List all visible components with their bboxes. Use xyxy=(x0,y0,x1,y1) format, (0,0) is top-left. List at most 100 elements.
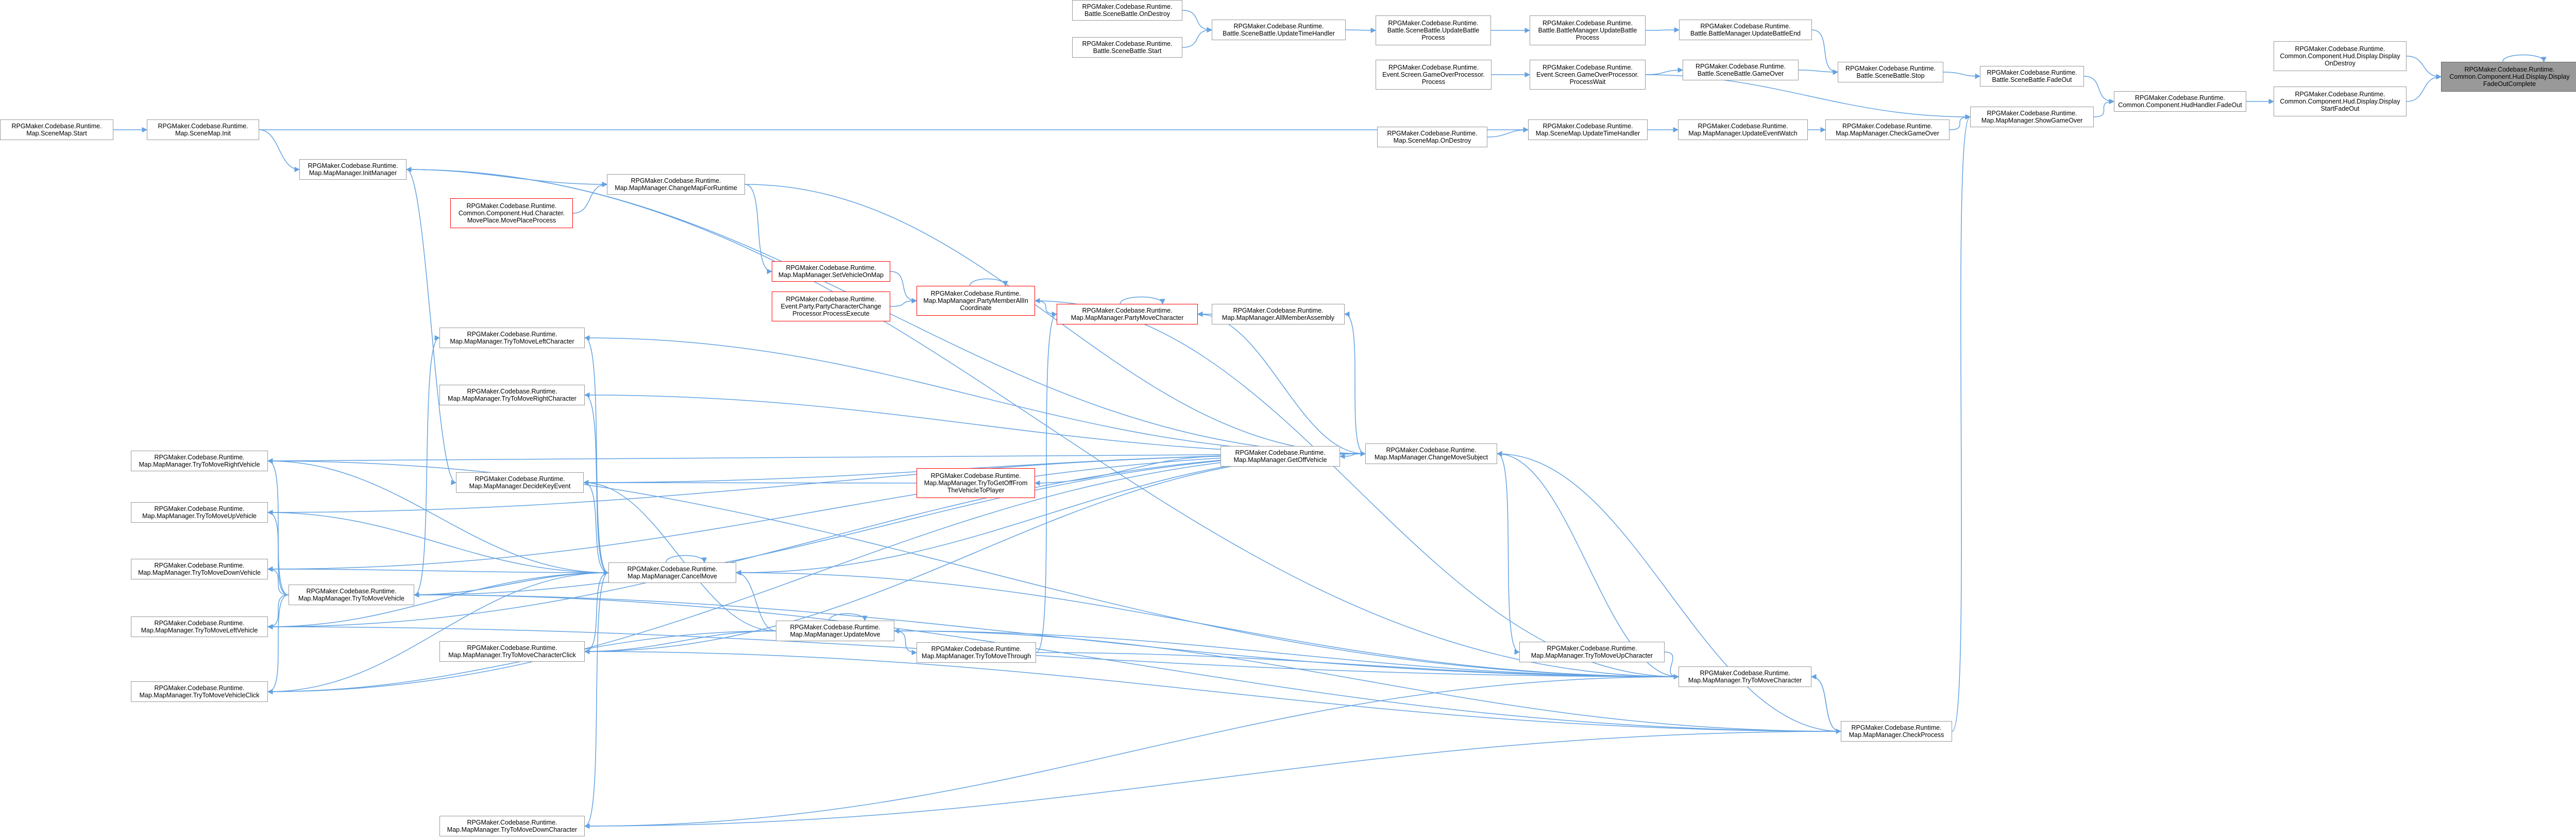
node-label: RPGMaker.Codebase.Runtime. Battle.Battle… xyxy=(1690,23,1801,37)
call-edge-n_partymem-to-n_partymem xyxy=(969,278,1008,287)
node-label: RPGMaker.Codebase.Runtime. Map.MapManage… xyxy=(615,177,737,192)
node-gameoverprocessor-process[interactable]: RPGMaker.Codebase.Runtime. Event.Screen.… xyxy=(1376,60,1492,90)
node-display-startfadeout[interactable]: RPGMaker.Codebase.Runtime. Common.Compon… xyxy=(2274,87,2406,116)
node-scenebattle-ondestroy[interactable]: RPGMaker.Codebase.Runtime. Battle.SceneB… xyxy=(1072,0,1182,21)
node-mapmanager-changemovesubject[interactable]: RPGMaker.Codebase.Runtime. Map.MapManage… xyxy=(1365,443,1497,464)
node-scenebattle-gameover[interactable]: RPGMaker.Codebase.Runtime. Battle.SceneB… xyxy=(1683,60,1799,80)
node-mapmanager-trytomovevehicle[interactable]: RPGMaker.Codebase.Runtime. Map.MapManage… xyxy=(289,585,414,605)
node-scenemap-start[interactable]: RPGMaker.Codebase.Runtime. Map.SceneMap.… xyxy=(0,119,113,140)
node-mapmanager-trytogetofffromthevehicletoplayer[interactable]: RPGMaker.Codebase.Runtime. Map.MapManage… xyxy=(917,468,1035,498)
node-label: RPGMaker.Codebase.Runtime. Battle.SceneB… xyxy=(1987,69,2077,83)
node-mapmanager-setvehicleonmap[interactable]: RPGMaker.Codebase.Runtime. Map.MapManage… xyxy=(772,261,890,282)
node-mapmanager-trytomovedownvehicle[interactable]: RPGMaker.Codebase.Runtime. Map.MapManage… xyxy=(131,559,268,579)
node-label: RPGMaker.Codebase.Runtime. Common.Compon… xyxy=(458,202,565,224)
node-mapmanager-updatemove[interactable]: RPGMaker.Codebase.Runtime. Map.MapManage… xyxy=(776,621,894,641)
node-scenebattle-updatebattleprocess[interactable]: RPGMaker.Codebase.Runtime. Battle.SceneB… xyxy=(1376,15,1491,45)
node-partycharacterchange-processexecute[interactable]: RPGMaker.Codebase.Runtime. Event.Party.P… xyxy=(772,292,890,321)
node-label: RPGMaker.Codebase.Runtime. Battle.SceneB… xyxy=(1223,23,1335,37)
node-mapmanager-showgameover[interactable]: RPGMaker.Codebase.Runtime. Map.MapManage… xyxy=(1970,107,2094,127)
node-mapmanager-trytomovevehicleclick[interactable]: RPGMaker.Codebase.Runtime. Map.MapManage… xyxy=(131,681,268,702)
node-mapmanager-decidekeyevent[interactable]: RPGMaker.Codebase.Runtime. Map.MapManage… xyxy=(456,472,584,493)
call-edge-n_check-to-n_mmshowgo xyxy=(1952,114,1971,732)
node-label: RPGMaker.Codebase.Runtime. Map.SceneMap.… xyxy=(158,123,248,137)
node-mapmanager-partymemberallincoordinate[interactable]: RPGMaker.Codebase.Runtime. Map.MapManage… xyxy=(917,286,1035,316)
node-mapmanager-checkprocess[interactable]: RPGMaker.Codebase.Runtime. Map.MapManage… xyxy=(1841,721,1952,742)
call-edge-n_hudmove-to-n_mmchgmap xyxy=(572,181,608,214)
call-edge-n_smondestroy-to-n_smupdtime xyxy=(1487,127,1529,138)
call-edge-n_chgmove-to-n_trydownveh xyxy=(267,453,1366,572)
node-label: RPGMaker.Codebase.Runtime. Map.MapManage… xyxy=(1233,449,1327,464)
node-mapmanager-partymovecharacter[interactable]: RPGMaker.Codebase.Runtime. Map.MapManage… xyxy=(1057,304,1198,324)
node-mapmanager-trytomoverightvehicle[interactable]: RPGMaker.Codebase.Runtime. Map.MapManage… xyxy=(131,451,268,471)
node-hudhandler-fadeout[interactable]: RPGMaker.Codebase.Runtime. Common.Compon… xyxy=(2114,91,2246,112)
node-mapmanager-trytomoveleftcharacter[interactable]: RPGMaker.Codebase.Runtime. Map.MapManage… xyxy=(439,328,585,348)
node-mapmanager-initmanager[interactable]: RPGMaker.Codebase.Runtime. Map.MapManage… xyxy=(299,159,406,180)
call-edge-n_chgmove-to-n_allmem xyxy=(1344,311,1366,454)
call-edge-n_decide-to-n_cancel xyxy=(583,482,609,576)
node-label: RPGMaker.Codebase.Runtime. Map.MapManage… xyxy=(448,644,576,659)
node-battlemanager-updatebattleend[interactable]: RPGMaker.Codebase.Runtime. Battle.Battle… xyxy=(1679,20,1812,40)
call-edge-n_chgmove-to-n_vehclick xyxy=(267,453,1366,695)
node-label: RPGMaker.Codebase.Runtime. Map.MapManage… xyxy=(627,565,718,580)
node-mapmanager-trytomoverightcharacter[interactable]: RPGMaker.Codebase.Runtime. Map.MapManage… xyxy=(439,385,585,405)
call-edge-n_ondestroy-to-n_root xyxy=(2406,56,2442,80)
node-label: RPGMaker.Codebase.Runtime. Map.MapManage… xyxy=(469,475,571,490)
node-label: RPGMaker.Codebase.Runtime. Battle.SceneB… xyxy=(1845,65,1936,79)
node-mapmanager-checkgameover[interactable]: RPGMaker.Codebase.Runtime. Map.MapManage… xyxy=(1825,119,1950,140)
node-scenemap-updatetimehandler[interactable]: RPGMaker.Codebase.Runtime. Map.SceneMap.… xyxy=(1528,119,1648,140)
call-edge-n_mminit-to-n_mmchgmap xyxy=(406,169,608,187)
node-label: RPGMaker.Codebase.Runtime. Map.MapManage… xyxy=(1688,123,1798,137)
node-mapmanager-trytomoveupcharacter[interactable]: RPGMaker.Codebase.Runtime. Map.MapManage… xyxy=(1519,642,1665,662)
node-label: RPGMaker.Codebase.Runtime. Map.MapManage… xyxy=(790,624,880,638)
node-mapmanager-allmemberassembly[interactable]: RPGMaker.Codebase.Runtime. Map.MapManage… xyxy=(1212,304,1345,324)
node-label: RPGMaker.Codebase.Runtime. Map.MapManage… xyxy=(1981,110,2083,124)
call-edge-n_trychar-to-n_chgmove xyxy=(1496,451,1679,677)
node-label: RPGMaker.Codebase.Runtime. Map.MapManage… xyxy=(1688,670,1802,684)
node-mapmanager-changemapforruntime[interactable]: RPGMaker.Codebase.Runtime. Map.MapManage… xyxy=(607,174,745,195)
node-display-ondestroy[interactable]: RPGMaker.Codebase.Runtime. Common.Compon… xyxy=(2274,41,2406,71)
node-scenebattle-stop[interactable]: RPGMaker.Codebase.Runtime. Battle.SceneB… xyxy=(1838,62,1943,82)
node-scenebattle-fadeout[interactable]: RPGMaker.Codebase.Runtime. Battle.SceneB… xyxy=(1980,66,2084,87)
node-mapmanager-trytomovecharacterclick[interactable]: RPGMaker.Codebase.Runtime. Map.MapManage… xyxy=(439,641,585,662)
node-mapmanager-trytomovethrough[interactable]: RPGMaker.Codebase.Runtime. Map.MapManage… xyxy=(917,642,1036,663)
node-battlemanager-updatebattleprocess[interactable]: RPGMaker.Codebase.Runtime. Battle.Battle… xyxy=(1530,15,1646,45)
node-moveplace-moveplaceprocess[interactable]: RPGMaker.Codebase.Runtime. Common.Compon… xyxy=(450,198,573,228)
node-display-fadeoutcomplete[interactable]: RPGMaker.Codebase.Runtime. Common.Compon… xyxy=(2441,62,2576,92)
node-scenemap-init[interactable]: RPGMaker.Codebase.Runtime. Map.SceneMap.… xyxy=(147,119,259,140)
call-edge-n_partymove-to-n_partymove xyxy=(1120,296,1165,305)
node-mapmanager-trytomoveleftvehicle[interactable]: RPGMaker.Codebase.Runtime. Map.MapManage… xyxy=(131,616,268,637)
call-edge-n_check-to-n_update xyxy=(893,628,1841,732)
call-edge-n_chgmove-to-n_tryleft xyxy=(584,335,1366,454)
call-edge-n_through-to-n_trychar xyxy=(1036,652,1680,680)
node-scenebattle-start[interactable]: RPGMaker.Codebase.Runtime. Battle.SceneB… xyxy=(1072,37,1182,58)
node-scenebattle-updatetimehandler[interactable]: RPGMaker.Codebase.Runtime. Battle.SceneB… xyxy=(1212,20,1346,40)
node-mapmanager-trytomoveupvehicle[interactable]: RPGMaker.Codebase.Runtime. Map.MapManage… xyxy=(131,502,268,523)
call-edge-n_trydown-to-n_cancel xyxy=(584,570,609,827)
node-scenemap-ondestroy[interactable]: RPGMaker.Codebase.Runtime. Map.SceneMap.… xyxy=(1377,127,1487,147)
node-mapmanager-trytomovecharacter[interactable]: RPGMaker.Codebase.Runtime. Map.MapManage… xyxy=(1679,666,1811,687)
call-edge-n_cancel-to-n_tryveh xyxy=(413,572,609,598)
node-label: RPGMaker.Codebase.Runtime. Map.MapManage… xyxy=(141,620,258,634)
call-edge-n_bsstart-to-n_bsupdtime xyxy=(1182,27,1213,48)
node-label: RPGMaker.Codebase.Runtime. Event.Screen.… xyxy=(1382,64,1485,85)
node-gameoverprocessor-processwait[interactable]: RPGMaker.Codebase.Runtime. Event.Screen.… xyxy=(1530,60,1646,90)
call-edge-n_through-to-n_partymove xyxy=(1036,311,1058,653)
node-mapmanager-getoffvehicle[interactable]: RPGMaker.Codebase.Runtime. Map.MapManage… xyxy=(1221,446,1340,467)
call-edge-n_startfade-to-n_root xyxy=(2406,74,2442,102)
node-label: RPGMaker.Codebase.Runtime. Map.MapManage… xyxy=(138,562,261,576)
call-edge-n_root-to-n_root xyxy=(2502,54,2547,63)
call-edge-n_tryupveh-to-n_cancel xyxy=(267,512,609,576)
call-edge-n_mminit-to-n_decide xyxy=(406,169,457,486)
node-mapmanager-trytomovedowncharacter[interactable]: RPGMaker.Codebase.Runtime. Map.MapManage… xyxy=(439,816,585,836)
call-edge-n_tryveh-to-n_vehclick xyxy=(267,594,289,695)
call-edge-n_sminit-to-n_mminit xyxy=(259,129,300,173)
node-label: RPGMaker.Codebase.Runtime. Battle.SceneB… xyxy=(1082,3,1173,18)
node-label: RPGMaker.Codebase.Runtime. Map.SceneMap.… xyxy=(1535,123,1640,137)
call-edge-n_getoff-to-n_trygetoff xyxy=(1034,456,1221,486)
node-mapmanager-updateeventwatch[interactable]: RPGMaker.Codebase.Runtime. Map.MapManage… xyxy=(1678,119,1808,140)
call-edge-n_partymem-to-n_partymove xyxy=(1035,300,1058,317)
node-label: RPGMaker.Codebase.Runtime. Battle.SceneB… xyxy=(1695,63,1786,77)
node-mapmanager-cancelmove[interactable]: RPGMaker.Codebase.Runtime. Map.MapManage… xyxy=(608,562,736,583)
call-edge-n_chgmove-to-n_cancel xyxy=(735,453,1366,576)
